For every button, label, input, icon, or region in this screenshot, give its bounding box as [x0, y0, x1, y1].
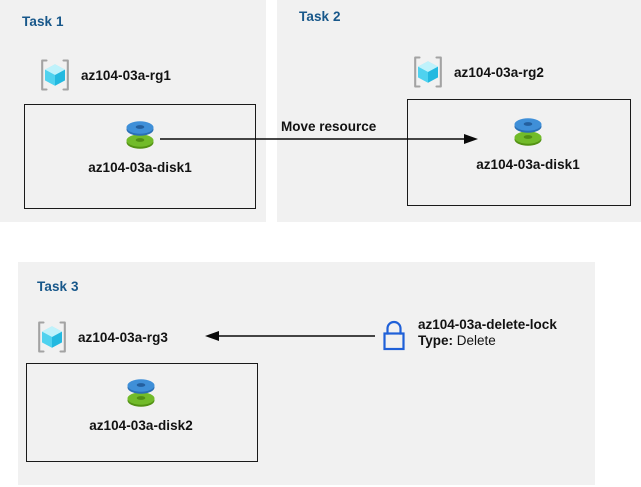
- panel-title-task-3: Task 3: [37, 279, 79, 294]
- resource-group-icon: [409, 53, 447, 91]
- delete-lock-text: az104-03a-delete-lock Type: Delete: [418, 317, 557, 350]
- managed-disk-icon: [118, 371, 164, 415]
- resource-container-task-3: [26, 363, 258, 462]
- padlock-icon: [379, 317, 409, 352]
- delete-lock-type-value: Delete: [456, 333, 496, 349]
- managed-disk-icon: [505, 110, 551, 154]
- disk-label-disk1-moved: az104-03a-disk1: [476, 157, 580, 172]
- panel-task-2: Task 2: [277, 0, 641, 222]
- disk-node-disk1-moved[interactable]: az104-03a-disk1: [472, 110, 584, 172]
- delete-lock-name: az104-03a-delete-lock: [418, 317, 557, 332]
- disk-label-disk2: az104-03a-disk2: [89, 418, 193, 433]
- resource-group-node-rg3[interactable]: az104-03a-rg3: [33, 318, 168, 356]
- arrow-move-resource: [160, 134, 478, 144]
- delete-lock-type-label: Type:: [418, 333, 454, 349]
- disk-node-disk1[interactable]: az104-03a-disk1: [84, 113, 196, 175]
- panel-task-1: Task 1 az104-03a-rg1: [0, 0, 266, 222]
- panel-title-task-2: Task 2: [299, 9, 341, 24]
- resource-group-label-rg2: az104-03a-rg2: [454, 64, 544, 80]
- delete-lock-type-row: Type: Delete: [418, 333, 557, 349]
- resource-container-task-2: [407, 99, 631, 206]
- delete-lock-node[interactable]: az104-03a-delete-lock Type: Delete: [379, 317, 557, 352]
- connector-label-move-resource: Move resource: [281, 119, 377, 134]
- resource-group-icon: [36, 56, 74, 94]
- panel-task-3: Task 3: [18, 262, 595, 485]
- disk-label-disk1: az104-03a-disk1: [88, 160, 192, 175]
- resource-group-node-rg2[interactable]: az104-03a-rg2: [409, 53, 544, 91]
- resource-group-label-rg3: az104-03a-rg3: [78, 329, 168, 345]
- panel-title-task-1: Task 1: [22, 14, 64, 29]
- resource-group-icon: [33, 318, 71, 356]
- managed-disk-icon: [117, 113, 163, 157]
- disk-node-disk2[interactable]: az104-03a-disk2: [85, 371, 197, 433]
- resource-group-node-rg1[interactable]: az104-03a-rg1: [36, 56, 171, 94]
- resource-group-label-rg1: az104-03a-rg1: [81, 67, 171, 83]
- arrow-lock-applies-to-rg3: [205, 331, 375, 341]
- resource-container-task-1: [24, 104, 256, 209]
